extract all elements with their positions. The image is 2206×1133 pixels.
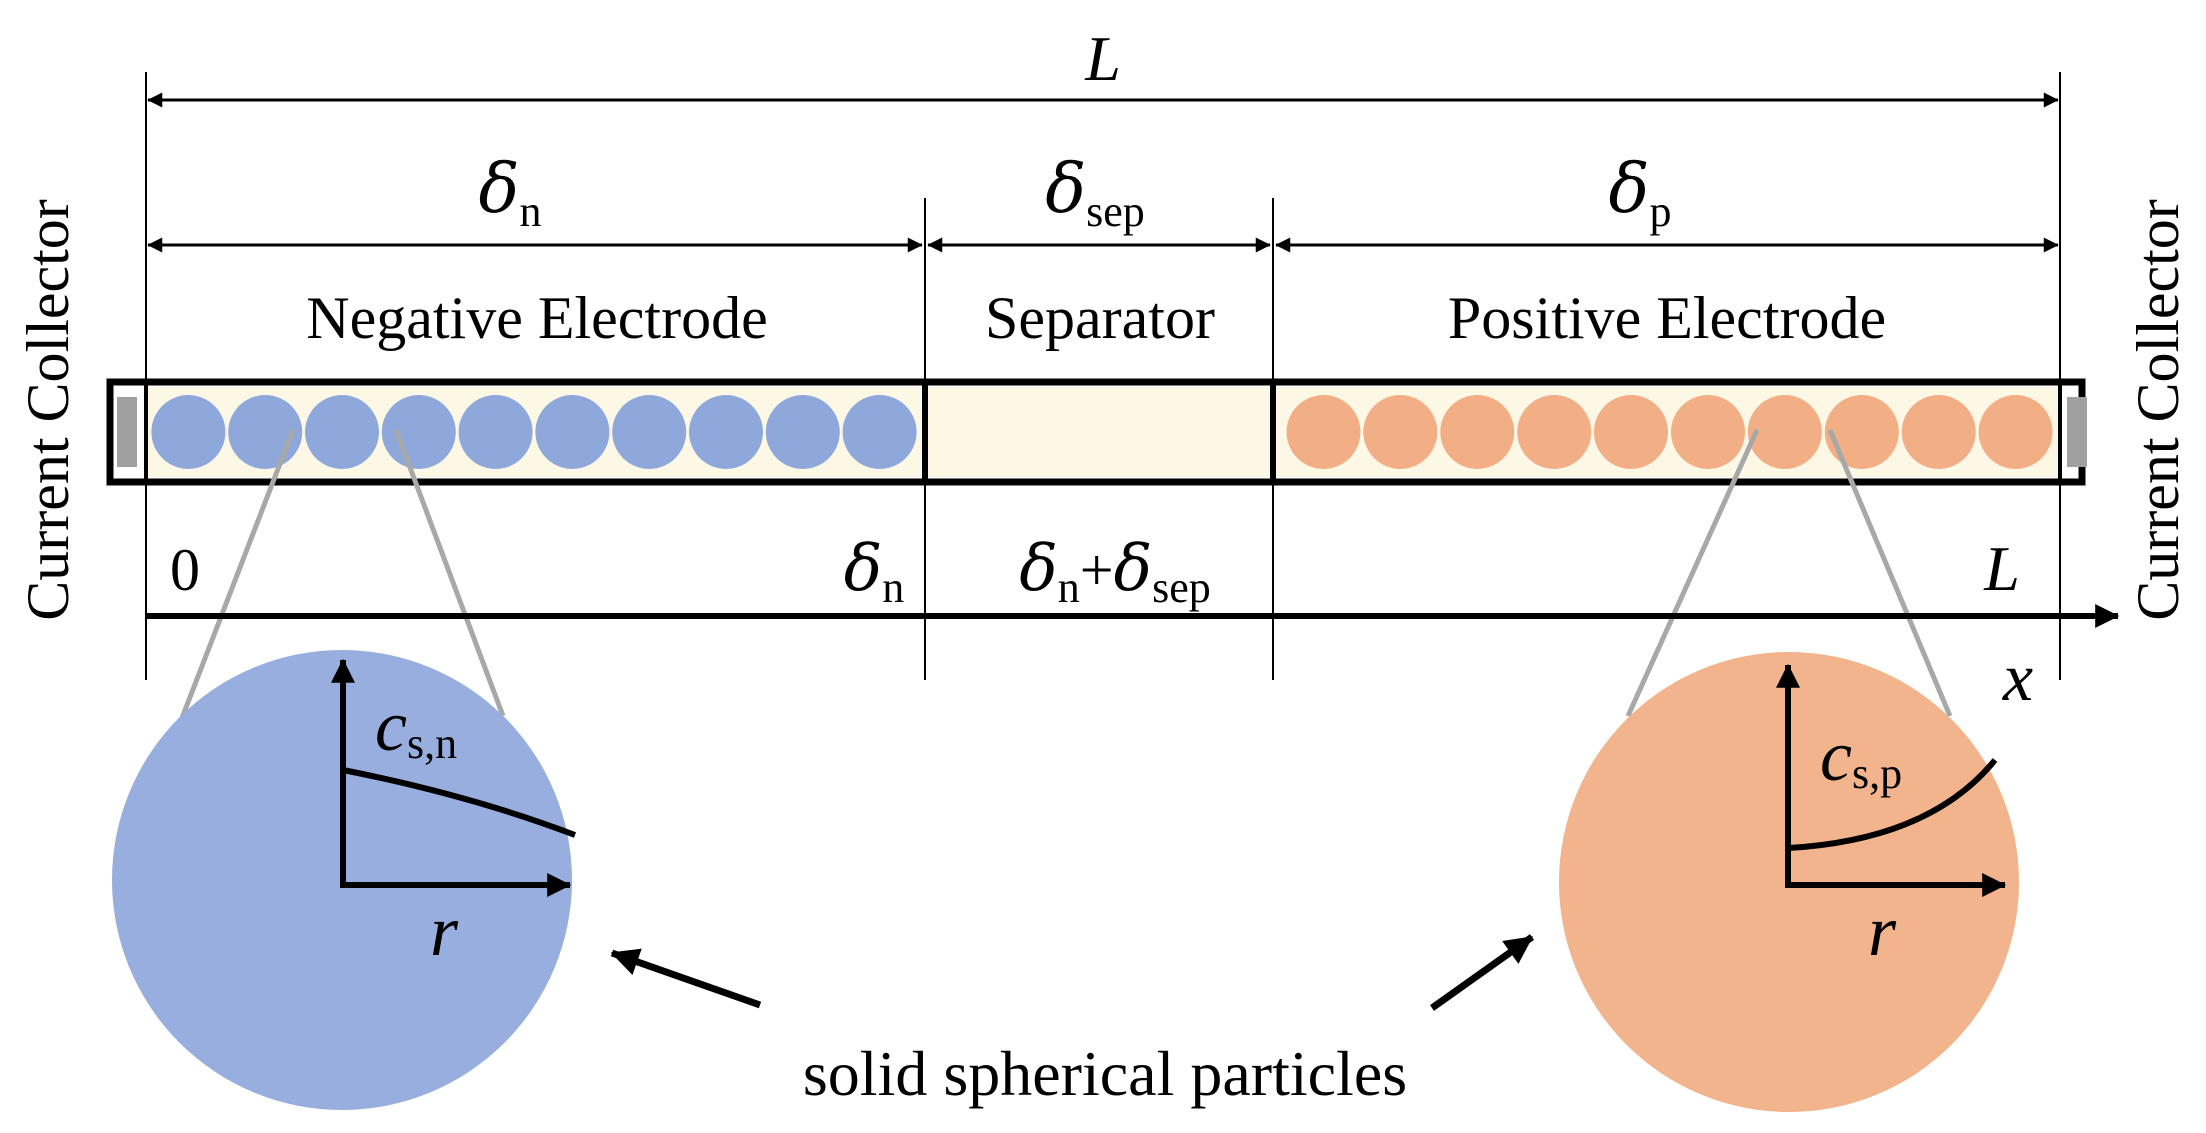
zoom-leader-lines	[179, 428, 1953, 719]
negative-particle	[305, 395, 379, 469]
positive-electrode-label: Positive Electrode	[1448, 285, 1886, 351]
positive-particle	[1363, 395, 1438, 469]
solid-particles-label: solid spherical particles	[803, 1038, 1407, 1109]
axis-tick-neg-label: δn	[844, 532, 905, 612]
right-collector-label: Current Collector	[2125, 199, 2191, 621]
neg-thickness-label: δn	[479, 150, 542, 236]
pointer-arrow-right	[1429, 934, 1535, 1011]
negative-particle	[535, 395, 610, 469]
positive-particle	[1671, 395, 1745, 469]
total-length-label: L	[1084, 23, 1121, 94]
cell-body	[106, 378, 2087, 486]
negative-particle	[689, 395, 763, 469]
left-collector-label: Current Collector	[15, 199, 81, 621]
axis-tick-sep-label: δn+δsep	[1019, 532, 1211, 612]
pos-concentration-label: cs,p	[1820, 716, 1902, 798]
negative-particles	[151, 395, 917, 469]
positive-particle	[1286, 395, 1361, 469]
pointer-arrow-left	[610, 948, 762, 1009]
negative-electrode-label: Negative Electrode	[306, 285, 767, 351]
negative-particle	[458, 395, 533, 469]
negative-particle	[612, 395, 687, 469]
positive-particle	[1594, 395, 1668, 469]
positive-particle	[1440, 395, 1515, 469]
pos-thickness-label: δp	[1609, 150, 1672, 236]
negative-particle	[765, 395, 840, 469]
positive-particle	[1901, 395, 1976, 469]
sep-thickness-label: δsep	[1045, 150, 1145, 236]
positive-particle	[1824, 395, 1899, 469]
negative-particle-zoom: cs,n r	[112, 650, 577, 1110]
positive-particle	[1747, 395, 1822, 469]
separator-label: Separator	[985, 285, 1215, 351]
negative-particle	[381, 395, 456, 469]
positive-particle	[1978, 395, 2053, 469]
negative-particle	[842, 395, 917, 469]
pos-concentration-profile	[1787, 758, 1998, 851]
right-current-collector	[2067, 397, 2087, 467]
positive-particle-zoom: cs,p r	[1559, 652, 2019, 1112]
pos-radial-label: r	[1868, 891, 1897, 971]
x-axis-label: x	[2002, 639, 2033, 715]
positive-particle	[1517, 395, 1592, 469]
neg-concentration-profile	[342, 767, 577, 838]
left-current-collector	[117, 397, 137, 467]
neg-radial-label: r	[430, 891, 459, 971]
neg-concentration-label: cs,n	[375, 686, 457, 768]
electrolyte-separator	[925, 387, 1273, 477]
axis-origin-label: 0	[170, 537, 200, 603]
positive-particles	[1286, 395, 2053, 469]
axis-tick-end-label: L	[1983, 533, 2020, 604]
negative-particle	[151, 395, 226, 469]
